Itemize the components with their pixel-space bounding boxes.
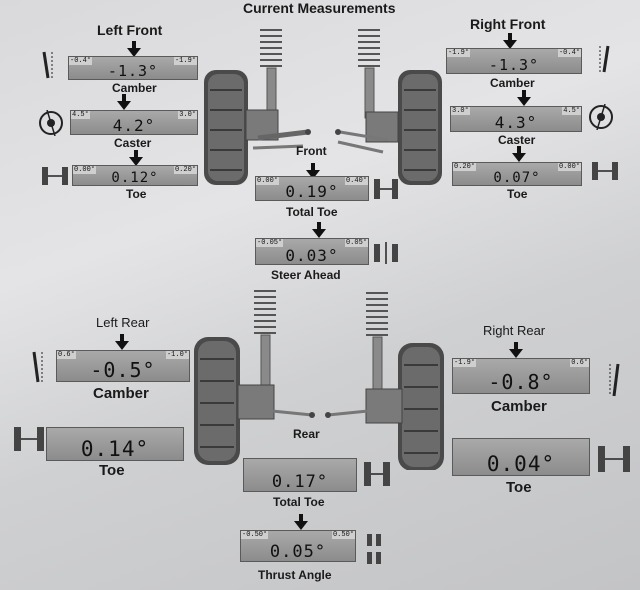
right-front-toe-label: Toe (507, 187, 528, 201)
left-front-caster-label: Caster (114, 136, 152, 150)
steer-ahead-gauge: -0.05° 0.05° 0.03° (255, 238, 369, 265)
left-front-toe-arrow (129, 150, 143, 166)
left-front-toe-gauge: 0.00° 0.20° 0.12° (72, 165, 198, 186)
right-front-caster-gauge: 3.0° 4.5° 4.3° (450, 106, 582, 132)
left-front-toe-max: 0.20° (173, 166, 197, 174)
front-total-toe-label: Total Toe (286, 205, 338, 219)
right-front-caster-min: 3.0° (451, 107, 470, 115)
left-rear-toe-label: Toe (99, 462, 125, 479)
rear-total-toe-label: Total Toe (273, 495, 325, 509)
steer-ahead-icon (374, 242, 398, 264)
right-rear-toe-gauge: 0.04° (452, 438, 590, 476)
right-rear-camber-gauge: -1.9° 0.6° -0.8° (452, 358, 590, 394)
front-total-toe-arrow (306, 163, 320, 179)
right-front-camber-value: -1.3° (488, 56, 540, 74)
front-axle-label: Front (296, 144, 327, 158)
left-front-camber-arrow (127, 41, 141, 57)
right-rear-camber-value: -0.8° (488, 370, 554, 394)
right-front-toe-arrow (512, 146, 526, 162)
left-rear-camber-label: Camber (93, 385, 149, 402)
left-rear-camber-arrow (115, 334, 129, 350)
steer-ahead-max: 0.05° (344, 239, 368, 247)
camber-wheel-icon (32, 351, 43, 383)
caster-wheel-icon (589, 104, 613, 130)
left-rear-camber-gauge: 0.6° -1.0° -0.5° (56, 350, 190, 382)
right-front-camber-arrow (503, 33, 517, 49)
right-front-caster-arrow (517, 90, 531, 106)
front-suspension-illustration (204, 29, 442, 185)
right-front-camber-max: -0.4° (557, 49, 581, 57)
rear-axle-label: Rear (293, 427, 320, 441)
left-rear-camber-value: -0.5° (90, 358, 156, 382)
right-rear-camber-min: -1.9° (453, 359, 477, 367)
right-front-caster-label: Caster (498, 133, 536, 147)
right-front-toe-max: 0.00° (557, 163, 581, 171)
left-front-caster-min: 4.5° (71, 111, 90, 119)
thrust-angle-max: 0.50° (331, 531, 355, 539)
right-front-toe-value: 0.07° (493, 170, 541, 186)
right-front-camber-min: -1.9° (447, 49, 471, 57)
left-rear-camber-min: 0.6° (57, 351, 76, 359)
toe-wheels-icon (42, 167, 68, 185)
camber-wheel-icon (609, 363, 620, 397)
right-rear-camber-label: Camber (491, 398, 547, 415)
right-front-toe-min: 0.20° (453, 163, 477, 171)
toe-wheels-icon (592, 162, 618, 180)
thrust-angle-icon (367, 534, 381, 564)
rear-suspension-illustration (194, 290, 444, 470)
right-rear-toe-value: 0.04° (486, 452, 556, 476)
left-rear-camber-max: -1.0° (165, 351, 189, 359)
steer-ahead-value: 0.03° (285, 246, 339, 265)
left-front-camber-max: -1.9° (173, 57, 197, 65)
left-rear-toe-gauge: 0.14° (46, 427, 184, 461)
thrust-angle-min: -0.50° (241, 531, 269, 539)
left-front-toe-min: 0.00° (73, 166, 97, 174)
right-front-caster-value: 4.3° (494, 113, 538, 132)
left-front-caster-gauge: 4.5° 3.0° 4.2° (70, 110, 198, 135)
steer-ahead-arrow (312, 222, 326, 238)
thrust-angle-arrow (294, 514, 308, 530)
left-front-toe-label: Toe (126, 187, 147, 201)
left-rear-title: Left Rear (96, 315, 150, 330)
right-rear-toe-label: Toe (506, 479, 532, 496)
left-rear-toe-value: 0.14° (80, 437, 150, 461)
caster-wheel-icon (39, 110, 63, 136)
right-front-camber-gauge: -1.9° -0.4° -1.3° (446, 48, 582, 74)
front-total-toe-min: 0.00° (256, 177, 280, 185)
front-total-toe-max: 0.40° (344, 177, 368, 185)
rear-total-toe-value: 0.17° (271, 472, 329, 492)
left-front-caster-max: 3.0° (178, 111, 197, 119)
camber-wheel-icon (599, 45, 610, 73)
thrust-angle-gauge: -0.50° 0.50° 0.05° (240, 530, 356, 562)
left-front-caster-value: 4.2° (112, 116, 156, 135)
rear-total-toe-gauge: 0.17° (243, 458, 357, 492)
front-total-toe-gauge: 0.00° 0.40° 0.19° (255, 176, 369, 201)
toe-wheels-icon (598, 446, 630, 472)
left-front-camber-gauge: -0.4° -1.9° -1.3° (68, 56, 198, 80)
toe-wheels-icon (14, 427, 44, 451)
camber-wheel-icon (42, 51, 53, 79)
steer-ahead-label: Steer Ahead (271, 268, 341, 282)
steer-ahead-min: -0.05° (256, 239, 284, 247)
thrust-angle-value: 0.05° (269, 542, 327, 562)
total-toe-icon (374, 179, 398, 199)
right-rear-title: Right Rear (483, 323, 546, 338)
right-rear-camber-max: 0.6° (570, 359, 589, 367)
right-rear-camber-arrow (509, 342, 523, 358)
total-toe-icon (364, 462, 390, 486)
right-front-camber-label: Camber (490, 76, 535, 90)
right-front-title: Right Front (470, 16, 546, 32)
left-front-camber-value: -1.3° (107, 62, 159, 80)
front-total-toe-value: 0.19° (285, 182, 339, 201)
left-front-title: Left Front (97, 22, 163, 38)
page-title: Current Measurements (243, 0, 396, 16)
left-front-camber-min: -0.4° (69, 57, 93, 65)
left-front-caster-arrow (117, 94, 131, 110)
right-front-caster-max: 4.5° (562, 107, 581, 115)
left-front-toe-value: 0.12° (111, 170, 159, 186)
left-front-camber-label: Camber (112, 81, 157, 95)
right-front-toe-gauge: 0.20° 0.00° 0.07° (452, 162, 582, 186)
thrust-angle-label: Thrust Angle (258, 568, 332, 582)
